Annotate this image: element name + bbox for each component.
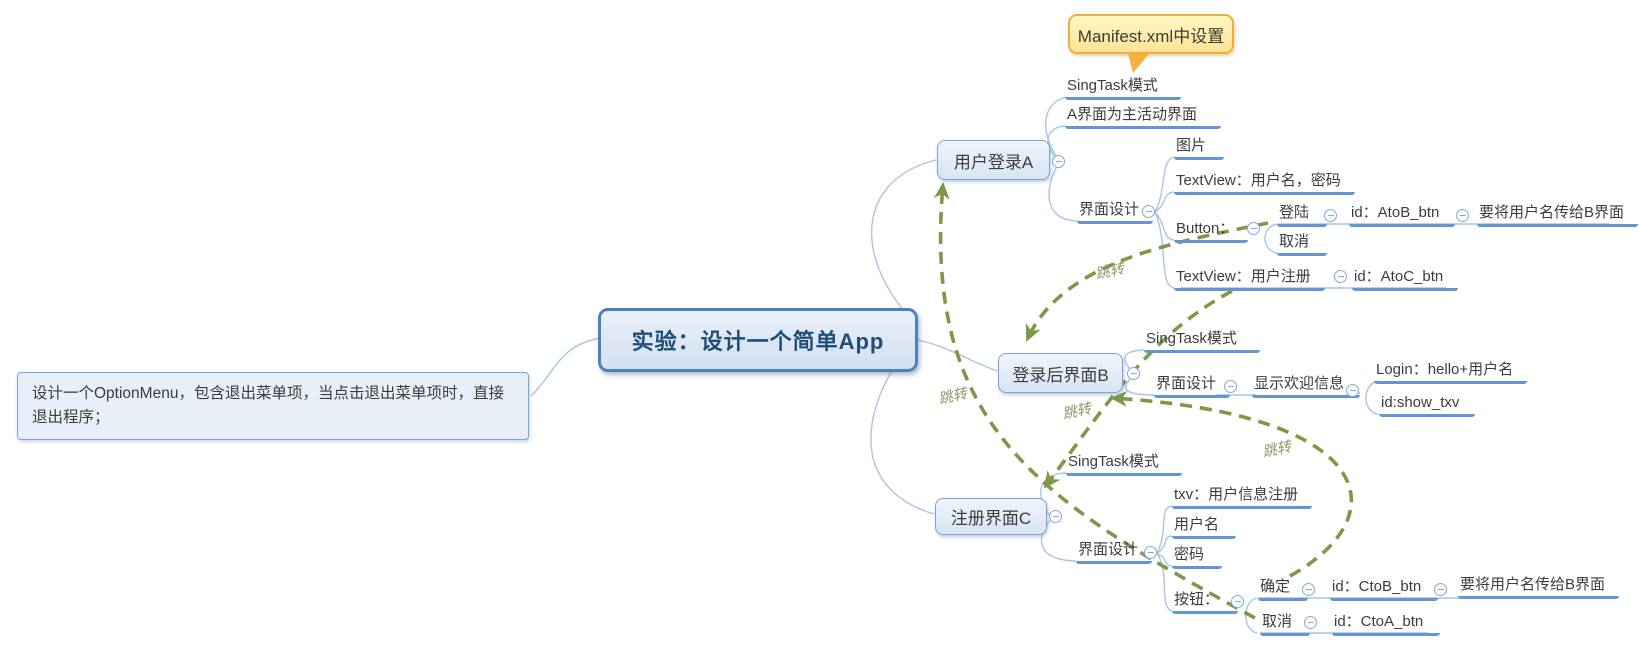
collapse-toggle-c-ok[interactable]: [1302, 583, 1315, 596]
topic-c-username[interactable]: 用户名: [1172, 515, 1236, 539]
topic-a-button[interactable]: Button：: [1174, 219, 1249, 243]
topic-a-textview-reg[interactable]: TextView：用户注册: [1174, 267, 1325, 291]
note-box[interactable]: 设计一个OptionMenu，包含退出菜单项，当点击退出菜单项时，直接退出程序；: [17, 372, 529, 441]
topic-a-login-note[interactable]: 要将用户名传给B界面: [1477, 203, 1639, 227]
topic-c-btn-ok[interactable]: 确定: [1258, 577, 1308, 601]
topic-c-button[interactable]: 按钮：: [1172, 590, 1238, 614]
topic-b-login-text[interactable]: Login：hello+用户名: [1374, 360, 1528, 384]
node-login-a[interactable]: 用户登录A: [937, 140, 1050, 180]
topic-b-design[interactable]: 界面设计: [1154, 374, 1231, 398]
collapse-toggle-b-welcome[interactable]: [1346, 384, 1359, 397]
callout-tail: [1128, 54, 1149, 73]
topic-a-textview-login[interactable]: TextView：用户名，密码: [1174, 171, 1355, 195]
topic-c-txv[interactable]: txv：用户信息注册: [1172, 485, 1313, 509]
node-register-c[interactable]: 注册界面C: [935, 498, 1047, 535]
topic-b-welcome[interactable]: 显示欢迎信息: [1252, 374, 1360, 398]
topic-b-show-id[interactable]: id:show_txv: [1379, 393, 1475, 417]
collapse-toggle-c-ok-id[interactable]: [1434, 583, 1447, 596]
topic-a-login-id[interactable]: id：AtoB_btn: [1349, 203, 1455, 227]
collapse-toggle-node-c[interactable]: [1049, 510, 1062, 523]
collapse-toggle-a-login-id[interactable]: [1456, 209, 1469, 222]
topic-a-btn-login[interactable]: 登陆: [1277, 203, 1327, 227]
collapse-toggle-c-design[interactable]: [1144, 546, 1157, 559]
topic-a-btn-cancel[interactable]: 取消: [1277, 232, 1327, 256]
collapse-toggle-c-cancel[interactable]: [1304, 616, 1317, 629]
collapse-toggle-a-reg[interactable]: [1334, 270, 1347, 283]
arrow-ok-to-b: [1110, 390, 1354, 578]
root-topic[interactable]: 实验：设计一个简单App: [598, 308, 918, 372]
topic-a-design[interactable]: 界面设计: [1077, 200, 1154, 224]
topic-c-ok-note[interactable]: 要将用户名传给B界面: [1458, 575, 1620, 599]
collapse-toggle-a-login[interactable]: [1324, 209, 1337, 222]
topic-a-singtask[interactable]: SingTask模式: [1065, 76, 1181, 100]
topic-c-design[interactable]: 界面设计: [1076, 540, 1153, 564]
arrow-login-to-b: [1025, 221, 1269, 342]
collapse-toggle-c-button[interactable]: [1231, 595, 1244, 608]
collapse-toggle-node-a[interactable]: [1052, 155, 1065, 168]
topic-c-ok-id[interactable]: id：CtoB_btn: [1330, 577, 1438, 601]
arrow-cancel-to-a: [933, 182, 1256, 620]
topic-b-singtask[interactable]: SingTask模式: [1144, 329, 1260, 353]
topic-c-singtask[interactable]: SingTask模式: [1066, 452, 1182, 476]
topic-c-btn-cancel[interactable]: 取消: [1260, 612, 1310, 636]
collapse-toggle-node-b[interactable]: [1127, 367, 1140, 380]
collapse-toggle-b-design[interactable]: [1224, 380, 1237, 393]
collapse-toggle-a-button[interactable]: [1247, 222, 1260, 235]
callout-manifest[interactable]: Manifest.xml中设置: [1068, 14, 1234, 54]
topic-c-cancel-id[interactable]: id：CtoA_btn: [1332, 612, 1440, 636]
topic-a-pic[interactable]: 图片: [1174, 136, 1224, 160]
topic-a-main-activity[interactable]: A界面为主活动界面: [1065, 105, 1221, 129]
topic-c-password[interactable]: 密码: [1172, 545, 1222, 569]
node-after-login-b[interactable]: 登录后界面B: [998, 353, 1123, 393]
collapse-toggle-a-design[interactable]: [1142, 205, 1155, 218]
topic-a-reg-id[interactable]: id：AtoC_btn: [1352, 267, 1458, 291]
